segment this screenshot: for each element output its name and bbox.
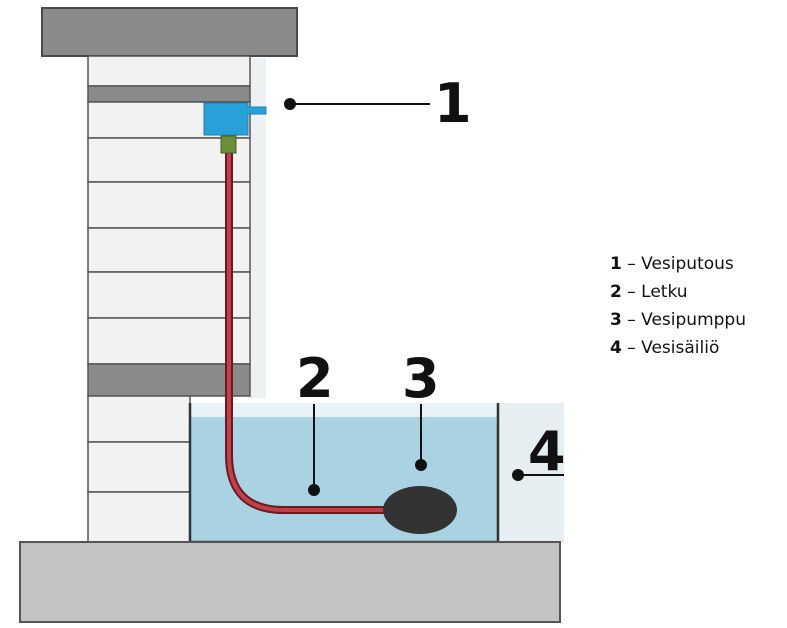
- column-brick: [87, 181, 251, 229]
- legend-item: 2 – Letku: [610, 278, 746, 306]
- legend-number: 1: [610, 254, 622, 274]
- column-brick: [87, 441, 191, 493]
- hose-inner: [227, 148, 402, 512]
- callout-4-number: 4: [528, 420, 566, 483]
- hose-connector: [220, 135, 237, 154]
- waterfall-spout: [203, 102, 267, 136]
- legend-text: Vesiputous: [641, 254, 734, 274]
- callout-2-dot: [308, 484, 320, 496]
- column-brick: [87, 317, 251, 365]
- callout-1-dot: [284, 98, 296, 110]
- legend-text: Vesipumppu: [641, 310, 746, 330]
- tank-back-shade: [498, 403, 564, 543]
- water-pump: [383, 486, 457, 534]
- callout-2-number: 2: [296, 347, 334, 410]
- callout-1-number: 1: [434, 72, 472, 135]
- callout-3-dot: [415, 459, 427, 471]
- legend-number: 2: [610, 282, 622, 302]
- water-tank-air: [190, 403, 498, 417]
- callout-leaders: [284, 98, 564, 496]
- top-cap-stone: [41, 7, 298, 57]
- column-brick: [87, 55, 251, 87]
- legend-item: 1 – Vesiputous: [610, 250, 746, 278]
- legend-item: 4 – Vesisäiliö: [610, 334, 746, 362]
- legend-text: Letku: [641, 282, 688, 302]
- legend-dash: –: [621, 338, 642, 358]
- callout-4-dot: [512, 469, 524, 481]
- legend-dash: –: [621, 254, 642, 274]
- legend-text: Vesisäiliö: [641, 338, 720, 358]
- legend: 1 – Vesiputous 2 – Letku 3 – Vesipumppu …: [610, 250, 746, 362]
- legend-dash: –: [621, 310, 642, 330]
- legend-item: 3 – Vesipumppu: [610, 306, 746, 334]
- legend-number: 3: [610, 310, 622, 330]
- column-shadow: [248, 58, 266, 398]
- column-brick: [87, 491, 191, 543]
- dark-brick: [87, 85, 251, 103]
- column-brick: [87, 395, 191, 443]
- callout-3-number: 3: [402, 347, 440, 410]
- legend-dash: –: [621, 282, 642, 302]
- ground-base: [19, 541, 561, 623]
- legend-number: 4: [610, 338, 622, 358]
